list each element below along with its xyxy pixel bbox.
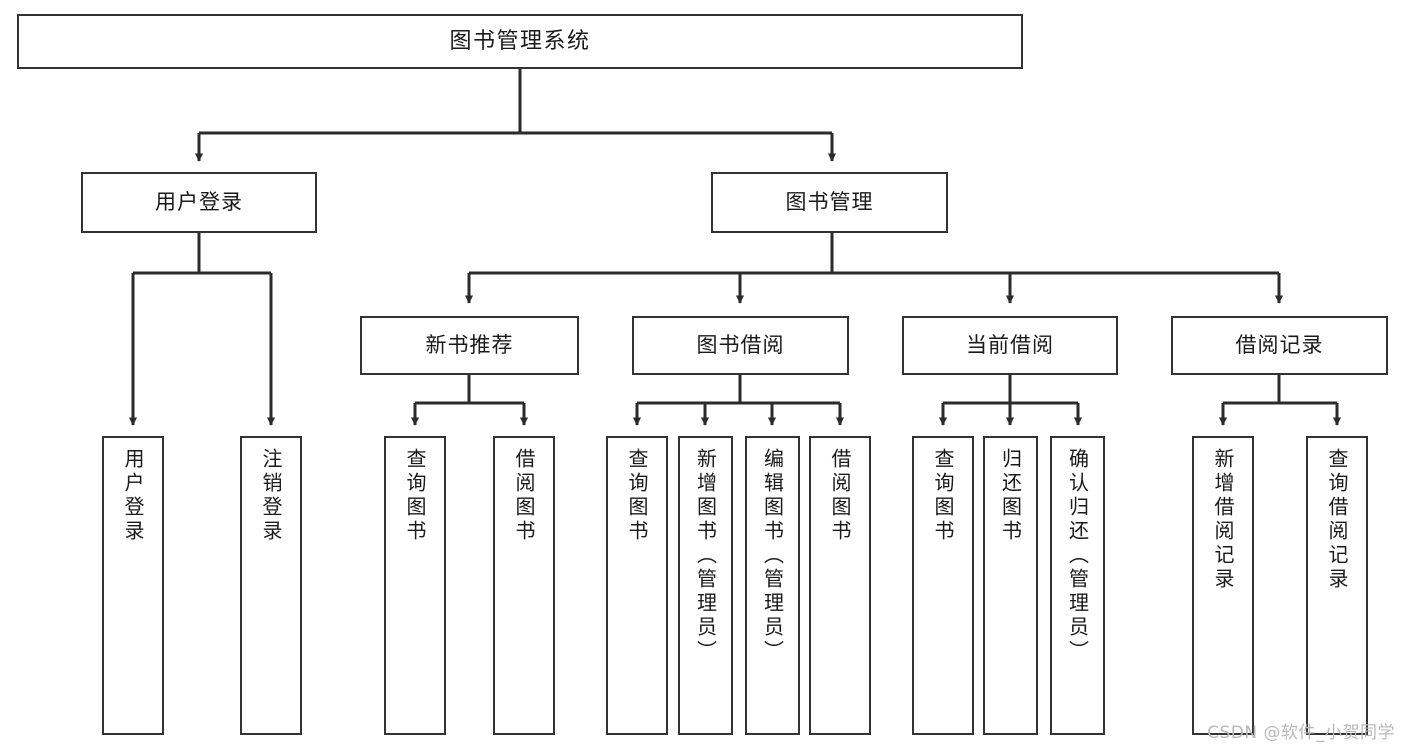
- node-label: 借阅图书: [512, 448, 536, 544]
- node-user-login[interactable]: 用户登录: [81, 172, 317, 233]
- node-current-borrowing[interactable]: 当前借阅: [902, 316, 1118, 375]
- node-label: 查询图书: [403, 448, 427, 544]
- leaf-add-borrow-record[interactable]: 新增借阅记录: [1192, 436, 1254, 735]
- node-label: 注销登录: [259, 448, 283, 544]
- leaf-confirm-return-admin[interactable]: 确认归还（管理员）: [1050, 436, 1105, 735]
- node-label: 新增图书（管理员）: [693, 448, 718, 664]
- leaf-return-books[interactable]: 归还图书: [983, 436, 1038, 735]
- leaf-borrow-books[interactable]: 借阅图书: [809, 436, 871, 735]
- node-label: 当前借阅: [966, 333, 1054, 358]
- node-label: 查询图书: [625, 448, 649, 544]
- node-label: 用户登录: [155, 190, 243, 215]
- node-book-management[interactable]: 图书管理: [711, 172, 948, 233]
- node-label: 查询图书: [931, 448, 955, 544]
- node-label: 新增借阅记录: [1211, 448, 1235, 592]
- node-label: 确认归还（管理员）: [1065, 448, 1090, 664]
- leaf-query-books-new-book[interactable]: 查询图书: [384, 436, 446, 735]
- node-label: 图书管理系统: [449, 28, 591, 54]
- node-label: 借阅记录: [1235, 333, 1324, 358]
- leaf-logout[interactable]: 注销登录: [240, 436, 302, 735]
- leaf-user-login[interactable]: 用户登录: [102, 436, 164, 735]
- leaf-query-books-current[interactable]: 查询图书: [912, 436, 974, 735]
- node-label: 借阅图书: [828, 448, 852, 544]
- node-borrowing-record[interactable]: 借阅记录: [1171, 316, 1388, 375]
- node-label: 新书推荐: [425, 333, 514, 358]
- node-label: 编辑图书（管理员）: [760, 448, 785, 664]
- leaf-borrow-books-new-book[interactable]: 借阅图书: [493, 436, 555, 735]
- node-new-book-recommendation[interactable]: 新书推荐: [360, 316, 579, 375]
- node-label: 图书借阅: [696, 333, 785, 358]
- watermark: CSDN @软件_小贺同学: [1207, 723, 1395, 743]
- node-book-borrowing[interactable]: 图书借阅: [632, 316, 849, 375]
- node-root-library-management-system[interactable]: 图书管理系统: [17, 14, 1023, 69]
- leaf-query-books-borrow[interactable]: 查询图书: [606, 436, 668, 735]
- node-label: 用户登录: [121, 448, 145, 544]
- node-label: 归还图书: [998, 448, 1023, 544]
- leaf-add-book-admin[interactable]: 新增图书（管理员）: [678, 436, 733, 735]
- leaf-query-borrow-record[interactable]: 查询借阅记录: [1306, 436, 1368, 735]
- node-label: 图书管理: [785, 190, 874, 215]
- node-label: 查询借阅记录: [1325, 448, 1349, 592]
- leaf-edit-book-admin[interactable]: 编辑图书（管理员）: [745, 436, 800, 735]
